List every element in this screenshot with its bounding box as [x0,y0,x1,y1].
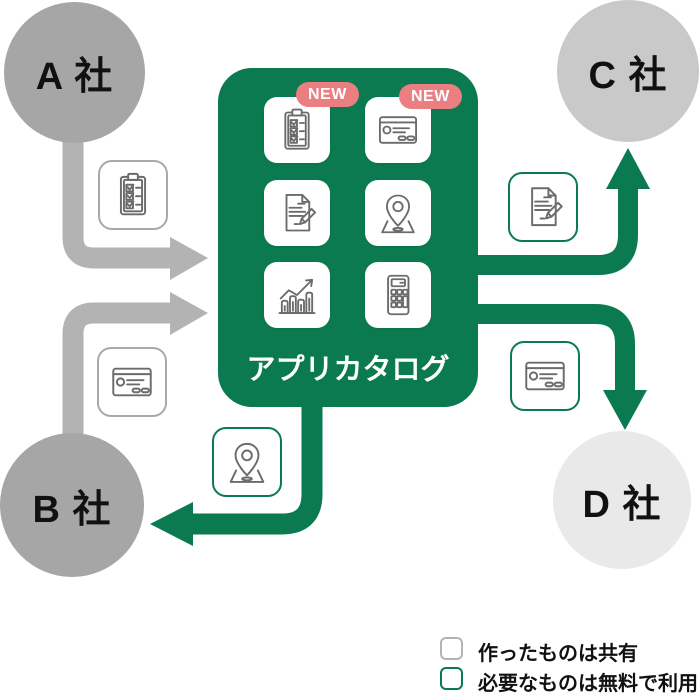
catalog-tile-calculator[interactable] [365,262,431,328]
legend-label-shared: 作ったものは共有 [478,643,638,665]
arrow-a-to-catalog [62,136,172,269]
catalog-tile-document[interactable] [264,180,330,246]
arrow-b-to-catalog [62,302,172,438]
new-badge-card: NEW [399,84,462,109]
company-d-circle: D 社 [553,431,691,569]
company-d-label: D 社 [582,483,662,526]
checklist-icon [119,172,147,216]
flow-tile-map-free [212,427,282,497]
catalog-tile-chart[interactable] [264,262,330,328]
flow-tile-document-free [508,172,578,242]
new-badge-text: NEW [308,85,347,103]
flow-tile-checklist-shared [98,160,168,230]
checklist-icon [284,108,310,150]
catalog-tile-checklist[interactable] [264,97,330,163]
new-badge-checklist: NEW [296,82,359,107]
arrow-catalog-to-b [192,400,323,535]
card-icon [112,367,152,397]
company-b-circle: B 社 [0,433,144,577]
company-b-label: B 社 [32,488,112,531]
catalog-title: アプリカタログ [246,354,450,386]
arrow-catalog-to-c [474,188,638,275]
company-c-circle: C 社 [557,0,699,142]
arrow-a-head [170,237,208,280]
bar-chart-icon [278,278,316,315]
company-c-label: C 社 [588,54,668,97]
app-catalog-panel [218,68,478,407]
map-pin-icon [381,194,415,234]
flow-tile-card-shared [97,347,167,417]
catalog-tile-map[interactable] [365,180,431,246]
arrow-b-head [170,292,208,335]
arrow-b-return-head [150,502,193,546]
company-a-label: A 社 [35,56,114,98]
card-icon [525,361,565,391]
legend-label-free: 必要なものは無料で利用 [478,673,698,695]
card-icon [378,116,418,144]
legend-swatch-shared [440,637,463,660]
flow-tile-card-free [510,341,580,411]
map-pin-icon [229,442,265,483]
document-edit-icon [285,193,317,232]
new-badge-text: NEW [411,87,450,105]
company-a-circle: A 社 [4,2,145,143]
legend-swatch-free [440,667,463,690]
calculator-icon [387,274,410,316]
arrow-c-head [606,148,650,189]
arrow-catalog-to-d [474,304,635,392]
document-edit-icon [531,187,563,227]
arrow-d-head [603,390,647,430]
